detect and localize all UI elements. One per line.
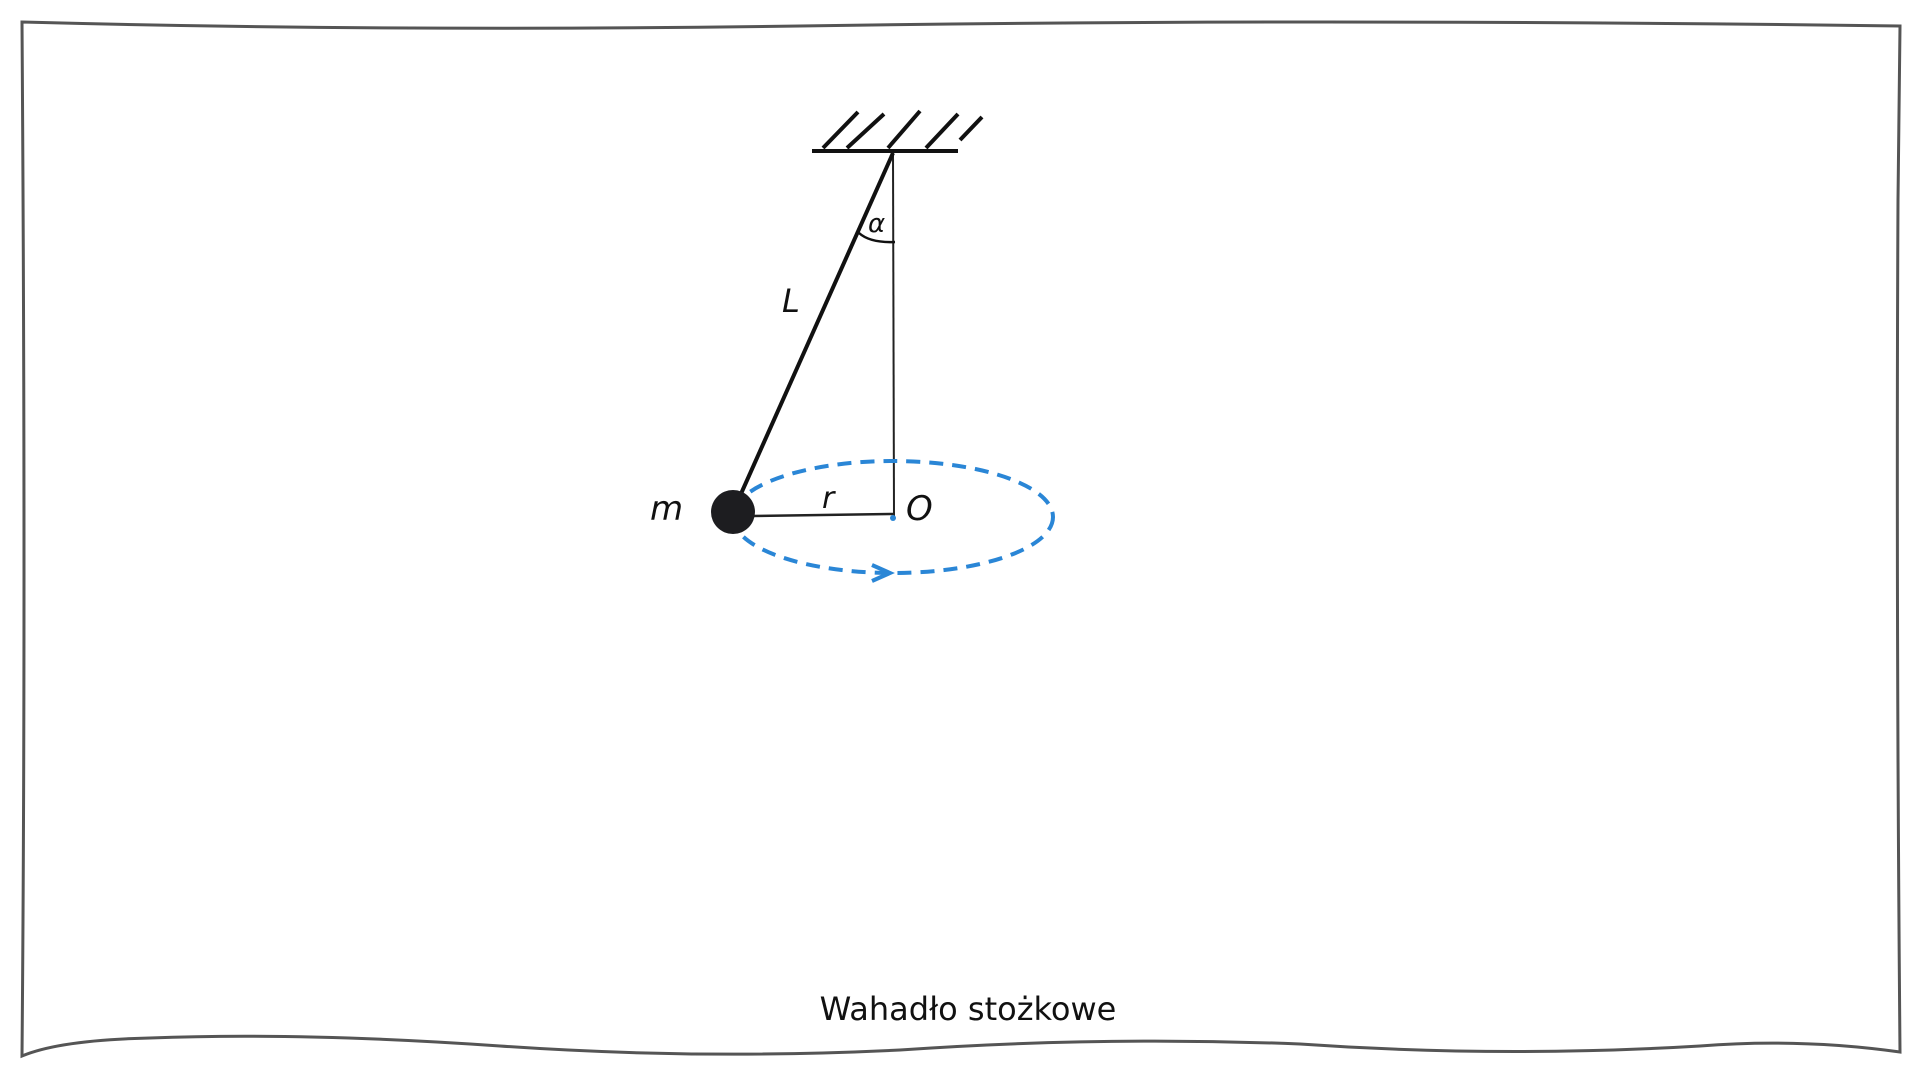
pendulum-bob bbox=[711, 490, 755, 534]
center-point bbox=[890, 515, 896, 521]
pendulum-string bbox=[738, 152, 895, 497]
center-label: O bbox=[906, 489, 933, 529]
circular-orbit bbox=[731, 459, 1055, 575]
angle-arc bbox=[858, 232, 896, 244]
ceiling bbox=[812, 109, 984, 153]
radius-label: r bbox=[822, 481, 836, 516]
angle-label: α bbox=[868, 209, 885, 239]
direction-arrow-icon bbox=[871, 563, 895, 583]
length-label: L bbox=[782, 282, 800, 320]
mass-label: m bbox=[650, 489, 683, 529]
vertical-axis bbox=[892, 152, 895, 518]
diagram-title: Wahadło stożkowe bbox=[820, 990, 1117, 1028]
radius-line bbox=[749, 512, 894, 518]
sketch-frame bbox=[20, 20, 1902, 1059]
